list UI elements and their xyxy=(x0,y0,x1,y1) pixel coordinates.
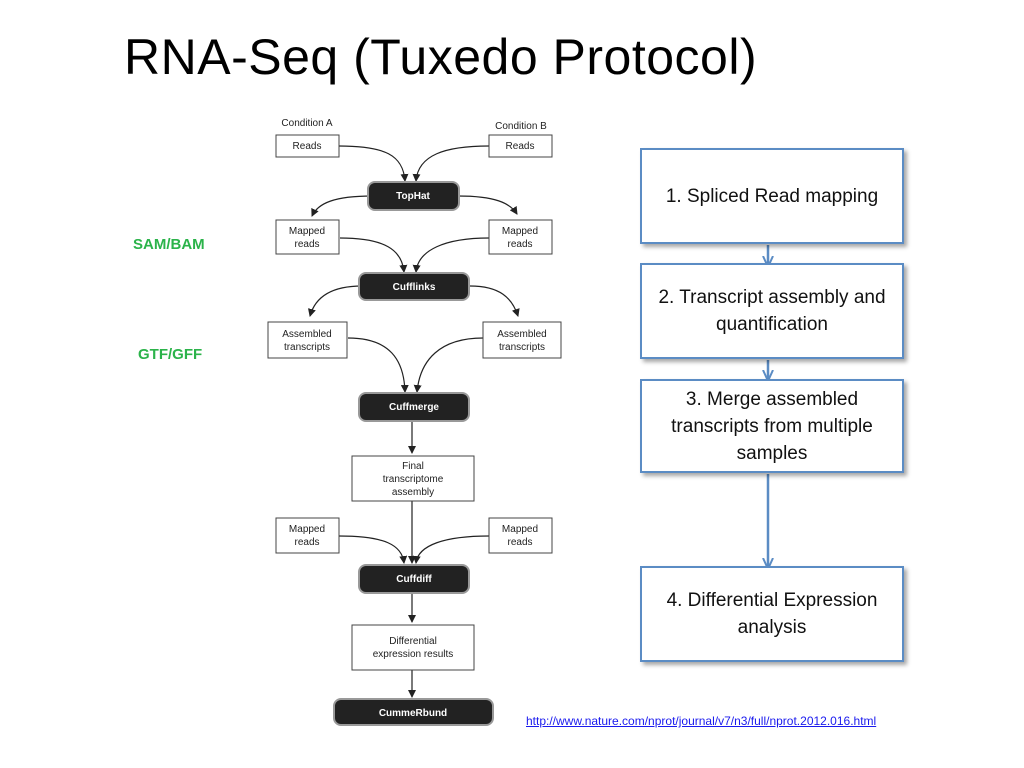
source-link[interactable]: http://www.nature.com/nprot/journal/v7/n… xyxy=(526,714,877,728)
flow-connectors xyxy=(308,145,520,698)
condition-a-label: Condition A xyxy=(281,118,332,129)
svg-text:reads: reads xyxy=(294,239,319,250)
page-title: RNA-Seq (Tuxedo Protocol) xyxy=(124,29,758,85)
svg-text:CummeRbund: CummeRbund xyxy=(379,708,447,719)
mapped-reads-box-d: Mapped reads xyxy=(488,517,553,554)
svg-text:Cuffmerge: Cuffmerge xyxy=(389,402,439,413)
svg-text:reads: reads xyxy=(507,239,532,250)
cuffdiff-box: Cuffdiff xyxy=(358,564,470,594)
step-4-box: 4. Differential Expression analysis xyxy=(640,566,904,662)
svg-text:Cuffdiff: Cuffdiff xyxy=(396,574,432,585)
svg-text:expression results: expression results xyxy=(373,649,454,660)
final-transcriptome-box: Final transcriptome assembly xyxy=(351,455,475,502)
svg-text:transcripts: transcripts xyxy=(284,342,330,353)
svg-text:Reads: Reads xyxy=(506,141,535,152)
step-3-box: 3. Merge assembled transcripts from mult… xyxy=(640,379,904,473)
svg-text:transcripts: transcripts xyxy=(499,342,545,353)
step-2-box: 2. Transcript assembly and quantificatio… xyxy=(640,263,904,359)
reads-box-a: Reads xyxy=(275,134,340,158)
svg-text:Mapped: Mapped xyxy=(502,524,538,535)
gtf-gff-label: GTF/GFF xyxy=(138,346,203,363)
tophat-box: TopHat xyxy=(367,181,460,211)
sam-bam-label: SAM/BAM xyxy=(133,236,205,253)
svg-text:Differential: Differential xyxy=(389,636,437,647)
svg-text:Final: Final xyxy=(402,461,424,472)
svg-text:assembly: assembly xyxy=(392,487,434,498)
step-1-box: 1. Spliced Read mapping xyxy=(640,148,904,244)
svg-text:Assembled: Assembled xyxy=(497,329,546,340)
svg-text:Mapped: Mapped xyxy=(289,524,325,535)
cufflinks-box: Cufflinks xyxy=(358,272,470,301)
svg-text:transcriptome: transcriptome xyxy=(383,474,444,485)
svg-text:Mapped: Mapped xyxy=(289,226,325,237)
svg-text:Cufflinks: Cufflinks xyxy=(393,282,436,293)
mapped-reads-box-a: Mapped reads xyxy=(275,219,340,255)
svg-text:Assembled: Assembled xyxy=(282,329,331,340)
mapped-reads-box-b: Mapped reads xyxy=(488,219,553,255)
assembled-transcripts-box-b: Assembled transcripts xyxy=(482,321,562,359)
svg-text:Reads: Reads xyxy=(293,141,322,152)
svg-text:reads: reads xyxy=(294,537,319,548)
condition-b-label: Condition B xyxy=(495,121,547,132)
svg-text:TopHat: TopHat xyxy=(396,191,430,202)
mapped-reads-box-c: Mapped reads xyxy=(275,517,340,554)
svg-text:Mapped: Mapped xyxy=(502,226,538,237)
svg-text:reads: reads xyxy=(507,537,532,548)
assembled-transcripts-box-a: Assembled transcripts xyxy=(267,321,348,359)
differential-results-box: Differential expression results xyxy=(351,624,475,671)
reads-box-b: Reads xyxy=(488,134,553,158)
cuffmerge-box: Cuffmerge xyxy=(358,392,470,422)
cummerbund-box: CummeRbund xyxy=(333,698,494,726)
